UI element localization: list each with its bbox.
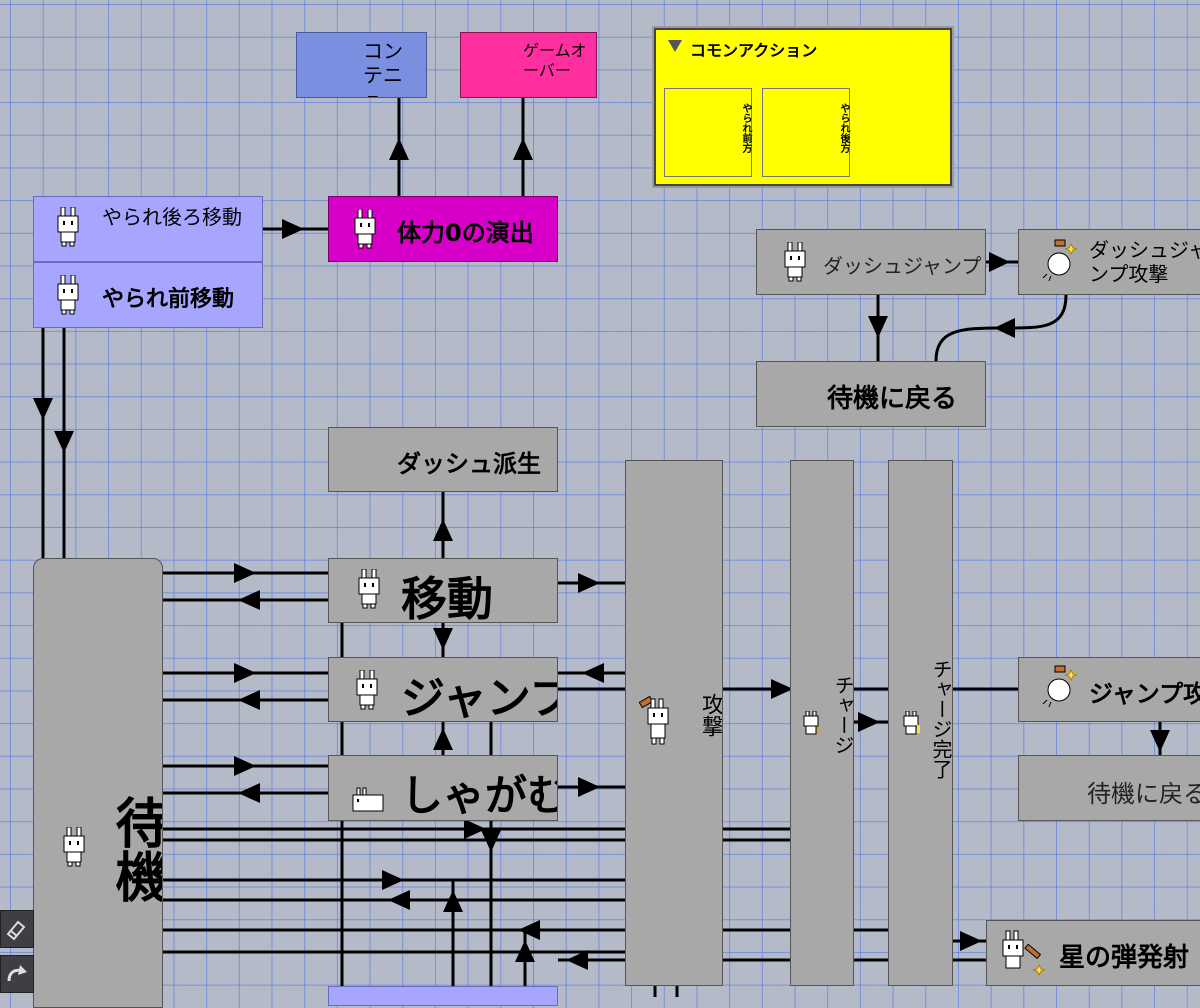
continue-node[interactable]: コンテニュー — [296, 32, 427, 98]
bunny-icon — [57, 275, 79, 315]
jump-attack-node[interactable]: ジャンプ攻撃 — [1018, 657, 1200, 722]
common-sub-back[interactable]: やられ後方 — [762, 88, 850, 177]
bunny-icon — [354, 209, 376, 249]
hit-back-move-node[interactable]: やられ後ろ移動 — [33, 196, 263, 262]
idle-label: 待機 — [106, 795, 163, 903]
bunny-icon — [803, 711, 820, 735]
bomb-icon — [1042, 665, 1078, 708]
dash-jump-node[interactable]: ダッシュジャンプ — [756, 229, 986, 295]
charge-label: チャージ — [831, 675, 854, 755]
charge-done-node[interactable]: チャージ完了 — [888, 460, 953, 986]
common-sub-front[interactable]: やられ前方 — [664, 88, 752, 177]
move-node[interactable]: 移動 — [328, 558, 558, 623]
game-over-node[interactable]: ゲームオーバー — [460, 32, 597, 98]
crouch-label: しゃがむ — [401, 771, 558, 820]
hit-back-move-label: やられ後ろ移動 — [102, 205, 242, 229]
star-shot-node[interactable]: 星の弾発射 — [986, 920, 1200, 986]
bunny-icon — [57, 207, 79, 247]
bunny-icon — [63, 827, 85, 867]
charge-node[interactable]: チャージ — [790, 460, 854, 986]
common-sub-front-label: やられ前方 — [740, 103, 751, 153]
idle-node[interactable]: 待機 — [33, 558, 163, 1008]
bunny-attack-icon — [638, 695, 669, 745]
continue-label: コンテニュー — [363, 39, 403, 97]
dash-derive-label: ダッシュ派生 — [397, 450, 541, 478]
triangle-down-icon[interactable] — [668, 40, 682, 52]
attack-node[interactable]: 攻撃 — [625, 460, 723, 986]
bunny-icon — [356, 670, 378, 710]
bunny-attack-icon — [1002, 930, 1046, 977]
bunny-icon — [903, 711, 920, 735]
return-idle-right-label: 待機に戻る — [1087, 780, 1200, 808]
return-idle-top-label: 待機に戻る — [827, 384, 958, 414]
jump-attack-label: ジャンプ攻撃 — [1089, 680, 1200, 708]
move-label: 移動 — [401, 572, 493, 623]
common-action-panel[interactable]: コモンアクション やられ前方 やられ後方 — [652, 26, 954, 188]
redo-tool-button[interactable] — [0, 955, 34, 993]
charge-done-label: チャージ完了 — [929, 659, 953, 779]
hp-zero-label: 体力0の演出 — [397, 219, 534, 247]
dash-jump-attack-label: ダッシュジャンプ攻撃 — [1089, 238, 1200, 286]
dash-jump-label: ダッシュジャンプ — [823, 254, 982, 278]
dash-derive-node[interactable]: ダッシュ派生 — [328, 427, 558, 492]
common-action-title: コモンアクション — [690, 41, 818, 60]
jump-node[interactable]: ジャンプ — [328, 657, 558, 722]
bunny-icon — [358, 569, 380, 609]
hit-front-move-node[interactable]: やられ前移動 — [33, 262, 263, 328]
game-over-label: ゲームオーバー — [523, 41, 587, 80]
dash-jump-attack-node[interactable]: ダッシュジャンプ攻撃 — [1018, 229, 1200, 295]
crouch-node[interactable]: しゃがむ — [328, 755, 558, 821]
eraser-tool-button[interactable] — [0, 910, 34, 948]
attack-label: 攻撃 — [698, 693, 723, 737]
redo-tool-icon — [7, 965, 27, 982]
eraser-tool-icon — [6, 920, 26, 941]
return-idle-top-node[interactable]: 待機に戻る — [756, 361, 986, 427]
jump-label: ジャンプ — [401, 673, 558, 722]
bunny-icon — [784, 242, 806, 282]
star-shot-label: 星の弾発射 — [1059, 943, 1190, 973]
hp-zero-node[interactable]: 体力0の演出 — [328, 196, 558, 262]
common-sub-back-label: やられ後方 — [838, 103, 849, 153]
bomb-icon — [1042, 239, 1078, 282]
return-idle-right-node[interactable]: 待機に戻る — [1018, 755, 1200, 821]
bottom-partial-node[interactable] — [328, 986, 558, 1006]
hit-front-move-label: やられ前移動 — [102, 287, 235, 312]
bunny-icon — [352, 787, 384, 812]
